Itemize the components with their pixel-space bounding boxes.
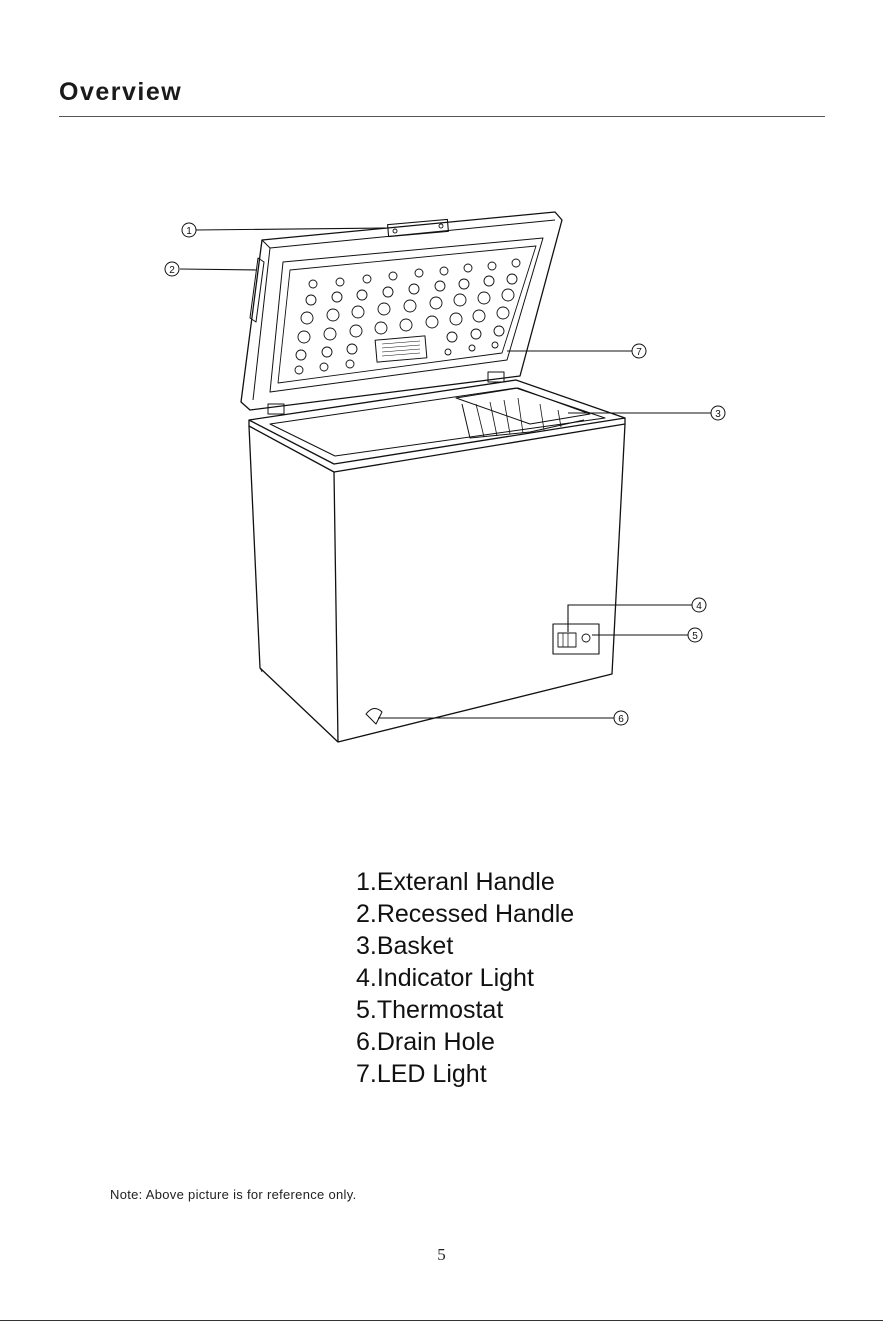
part-item: 3.Basket xyxy=(356,930,574,962)
page-number: 5 xyxy=(0,1245,883,1265)
page-title: Overview xyxy=(59,78,182,107)
callout-label-2: 2 xyxy=(169,265,175,276)
part-item: 7.LED Light xyxy=(356,1058,574,1090)
part-item: 2.Recessed Handle xyxy=(356,898,574,930)
callout-label-1: 1 xyxy=(186,226,192,237)
part-item: 4.Indicator Light xyxy=(356,962,574,994)
callout-label-7: 7 xyxy=(636,347,642,358)
parts-list: 1.Exteranl Handle 2.Recessed Handle 3.Ba… xyxy=(356,866,574,1090)
external-handle xyxy=(388,219,449,236)
lid-inner-liner xyxy=(270,238,543,392)
reference-note: Note: Above picture is for reference onl… xyxy=(110,1187,356,1202)
callout-label-5: 5 xyxy=(692,631,698,642)
callout-markers xyxy=(165,223,725,725)
bottom-divider xyxy=(0,1320,883,1321)
cabinet-body xyxy=(249,424,625,742)
cabinet-rim xyxy=(249,380,625,464)
callout-label-6: 6 xyxy=(618,714,624,725)
part-item: 5.Thermostat xyxy=(356,994,574,1026)
drain-hole xyxy=(366,708,382,724)
callout-label-3: 3 xyxy=(715,409,721,420)
lid-vents xyxy=(295,259,520,374)
title-divider xyxy=(59,116,825,117)
part-item: 1.Exteranl Handle xyxy=(356,866,574,898)
part-item: 6.Drain Hole xyxy=(356,1026,574,1058)
chest-freezer-illustration: 1 2 3 4 5 6 7 xyxy=(0,150,883,790)
hinge-right xyxy=(488,372,504,382)
callout-label-4: 4 xyxy=(696,601,702,612)
